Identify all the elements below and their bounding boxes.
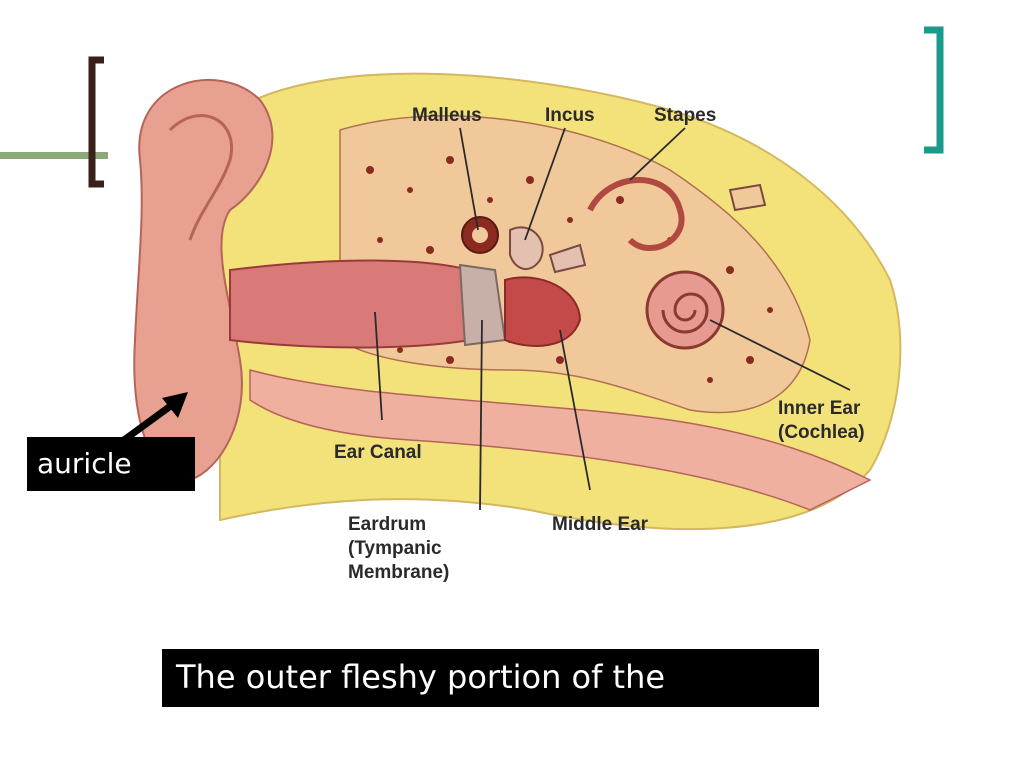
label-malleus: Malleus <box>412 105 482 126</box>
semicircular-canals-shape <box>587 177 685 252</box>
right-bracket-decoration <box>924 26 944 154</box>
bone-speckles <box>366 156 773 383</box>
auricle-callout: auricle <box>27 437 195 491</box>
caption-text: The outer fleshy portion of the <box>162 649 819 707</box>
label-middle-ear: Middle Ear <box>552 514 649 535</box>
label-eardrum: Eardrum (Tympanic Membrane) <box>348 514 450 583</box>
ear-anatomy-illustration <box>133 72 902 531</box>
label-incus: Incus <box>545 105 595 126</box>
left-bracket-decoration <box>88 56 104 188</box>
incus-shape <box>509 226 544 270</box>
horizontal-rule-decoration <box>0 152 108 159</box>
middle-ear-shape <box>504 276 582 347</box>
stapes-shape <box>548 243 587 274</box>
leader-lines <box>374 127 851 511</box>
auricle-arrow-icon <box>120 392 188 444</box>
auricle-shape <box>133 79 274 482</box>
ear-canal-shape <box>229 259 471 349</box>
cochlea-shape <box>645 270 725 350</box>
label-stapes: Stapes <box>654 105 717 126</box>
label-ear-canal: Ear Canal <box>334 442 422 463</box>
label-inner-ear: Inner Ear (Cochlea) <box>778 398 865 443</box>
